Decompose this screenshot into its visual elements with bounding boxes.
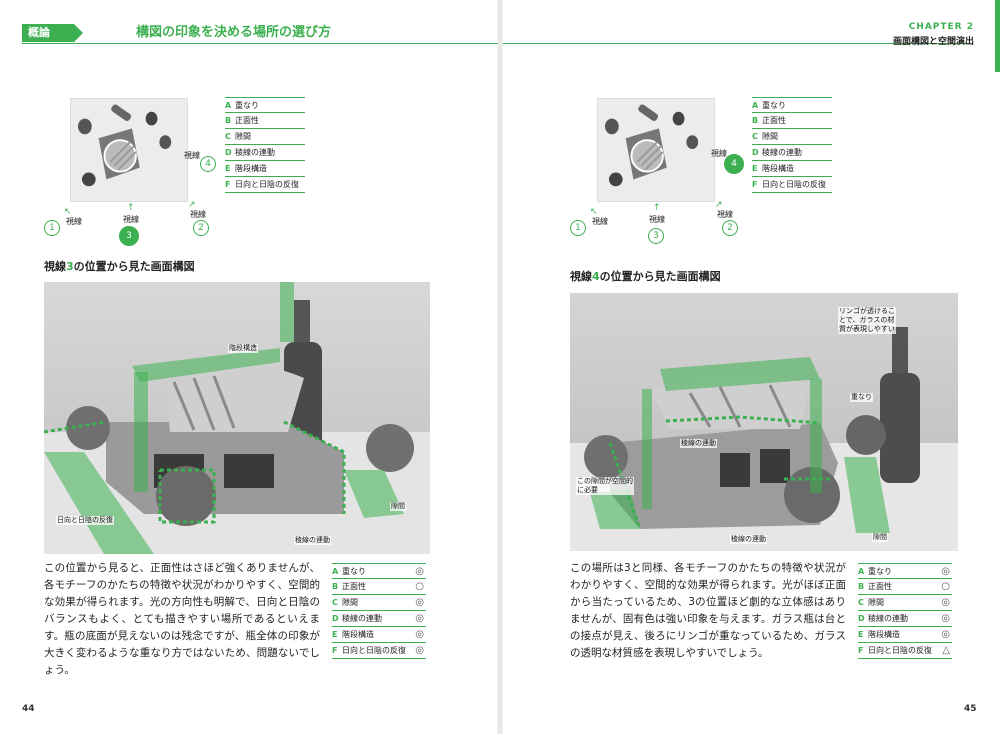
label-overlap: 重なり	[850, 393, 873, 402]
top-view-thumbnail-right	[597, 98, 715, 202]
view-arrow-icon: ↗	[715, 200, 723, 210]
view-label: 視線	[66, 217, 82, 226]
label-ridge: 稜線の連動	[294, 536, 331, 545]
rating-mark: ○	[941, 581, 950, 592]
label-gap: 隙間	[390, 502, 406, 511]
header-rule-right	[503, 43, 973, 44]
view-arrow-icon: ↖	[590, 207, 598, 217]
subheading-right: 視線4の位置から見た画面構図	[570, 270, 721, 283]
rating-mark: ◎	[415, 566, 424, 577]
label-gap-note: この隙間が空間的に必要	[576, 477, 634, 495]
view-label: 視線	[184, 151, 200, 160]
rating-mark: △	[942, 645, 950, 656]
page-number-right: 45	[964, 704, 977, 714]
view-4-marker: 4	[200, 156, 216, 172]
still-life-photo-view-3: 階段構造 日向と日陰の反復 隙間 稜線の連動	[44, 282, 430, 554]
label-sun-shade: 日向と日陰の反復	[56, 516, 114, 525]
rating-mark: ○	[415, 581, 424, 592]
view-label: 視線	[711, 149, 727, 158]
section-tag: 概論	[22, 24, 74, 42]
view-arrow-icon: ↗	[188, 200, 196, 210]
label-ridge-bottom: 稜線の連動	[730, 535, 767, 544]
view-label: 視線	[649, 215, 665, 224]
body-text-right: この場所は3と同様、各モチーフのかたちの特徴や状況がわかりやすく、空間的な効果が…	[570, 562, 846, 659]
page-number-left: 44	[22, 704, 35, 714]
chapter-subtitle: 画面構図と空間演出	[892, 37, 974, 47]
label-apple-note: リンゴが透けることで、ガラスの材質が表現しやすい	[838, 307, 896, 334]
header-rule-left	[22, 43, 498, 44]
rating-mark: ◎	[415, 645, 424, 656]
view-label: 視線	[592, 217, 608, 226]
rating-mark: ◎	[941, 613, 950, 624]
view-arrow-icon: ↑	[127, 203, 135, 213]
rating-mark: ◎	[415, 613, 424, 624]
still-life-photo-view-4: リンゴが透けることで、ガラスの材質が表現しやすい 重なり 稜線の連動 この隙間が…	[570, 293, 958, 551]
view-2-marker: 2	[193, 220, 209, 236]
view-2-marker: 2	[722, 220, 738, 236]
section-title: 構図の印象を決める場所の選び方	[136, 25, 332, 40]
body-text-left: この位置から見ると、正面性はさほど強くありませんが、各モチーフのかたちの特徴や状…	[44, 562, 320, 676]
view-label: 視線	[717, 210, 733, 219]
section-tag-arrow	[74, 24, 83, 42]
chapter-label: CHAPTER 2	[908, 22, 974, 32]
label-ridge-top: 稜線の連動	[680, 439, 717, 448]
view-4-marker: 4	[724, 154, 744, 174]
rating-mark: ◎	[415, 597, 424, 608]
view-label: 視線	[190, 210, 206, 219]
rating-mark: ◎	[941, 597, 950, 608]
view-3-marker: 3	[648, 228, 664, 244]
subheading-left: 視線3の位置から見た画面構図	[44, 260, 195, 273]
rating-mark: ◎	[941, 629, 950, 640]
rating-mark: ◎	[941, 566, 950, 577]
page-gutter	[497, 0, 503, 734]
top-view-thumbnail-left	[70, 98, 188, 202]
view-1-marker: 1	[44, 220, 60, 236]
label-stairs: 階段構造	[228, 344, 258, 353]
label-gap: 隙間	[872, 533, 888, 542]
chapter-edge-bar	[995, 0, 1000, 72]
view-1-marker: 1	[570, 220, 586, 236]
view-3-marker: 3	[119, 226, 139, 246]
view-arrow-icon: ↖	[64, 207, 72, 217]
rating-mark: ◎	[415, 629, 424, 640]
view-label: 視線	[123, 215, 139, 224]
view-arrow-icon: ↑	[653, 203, 661, 213]
